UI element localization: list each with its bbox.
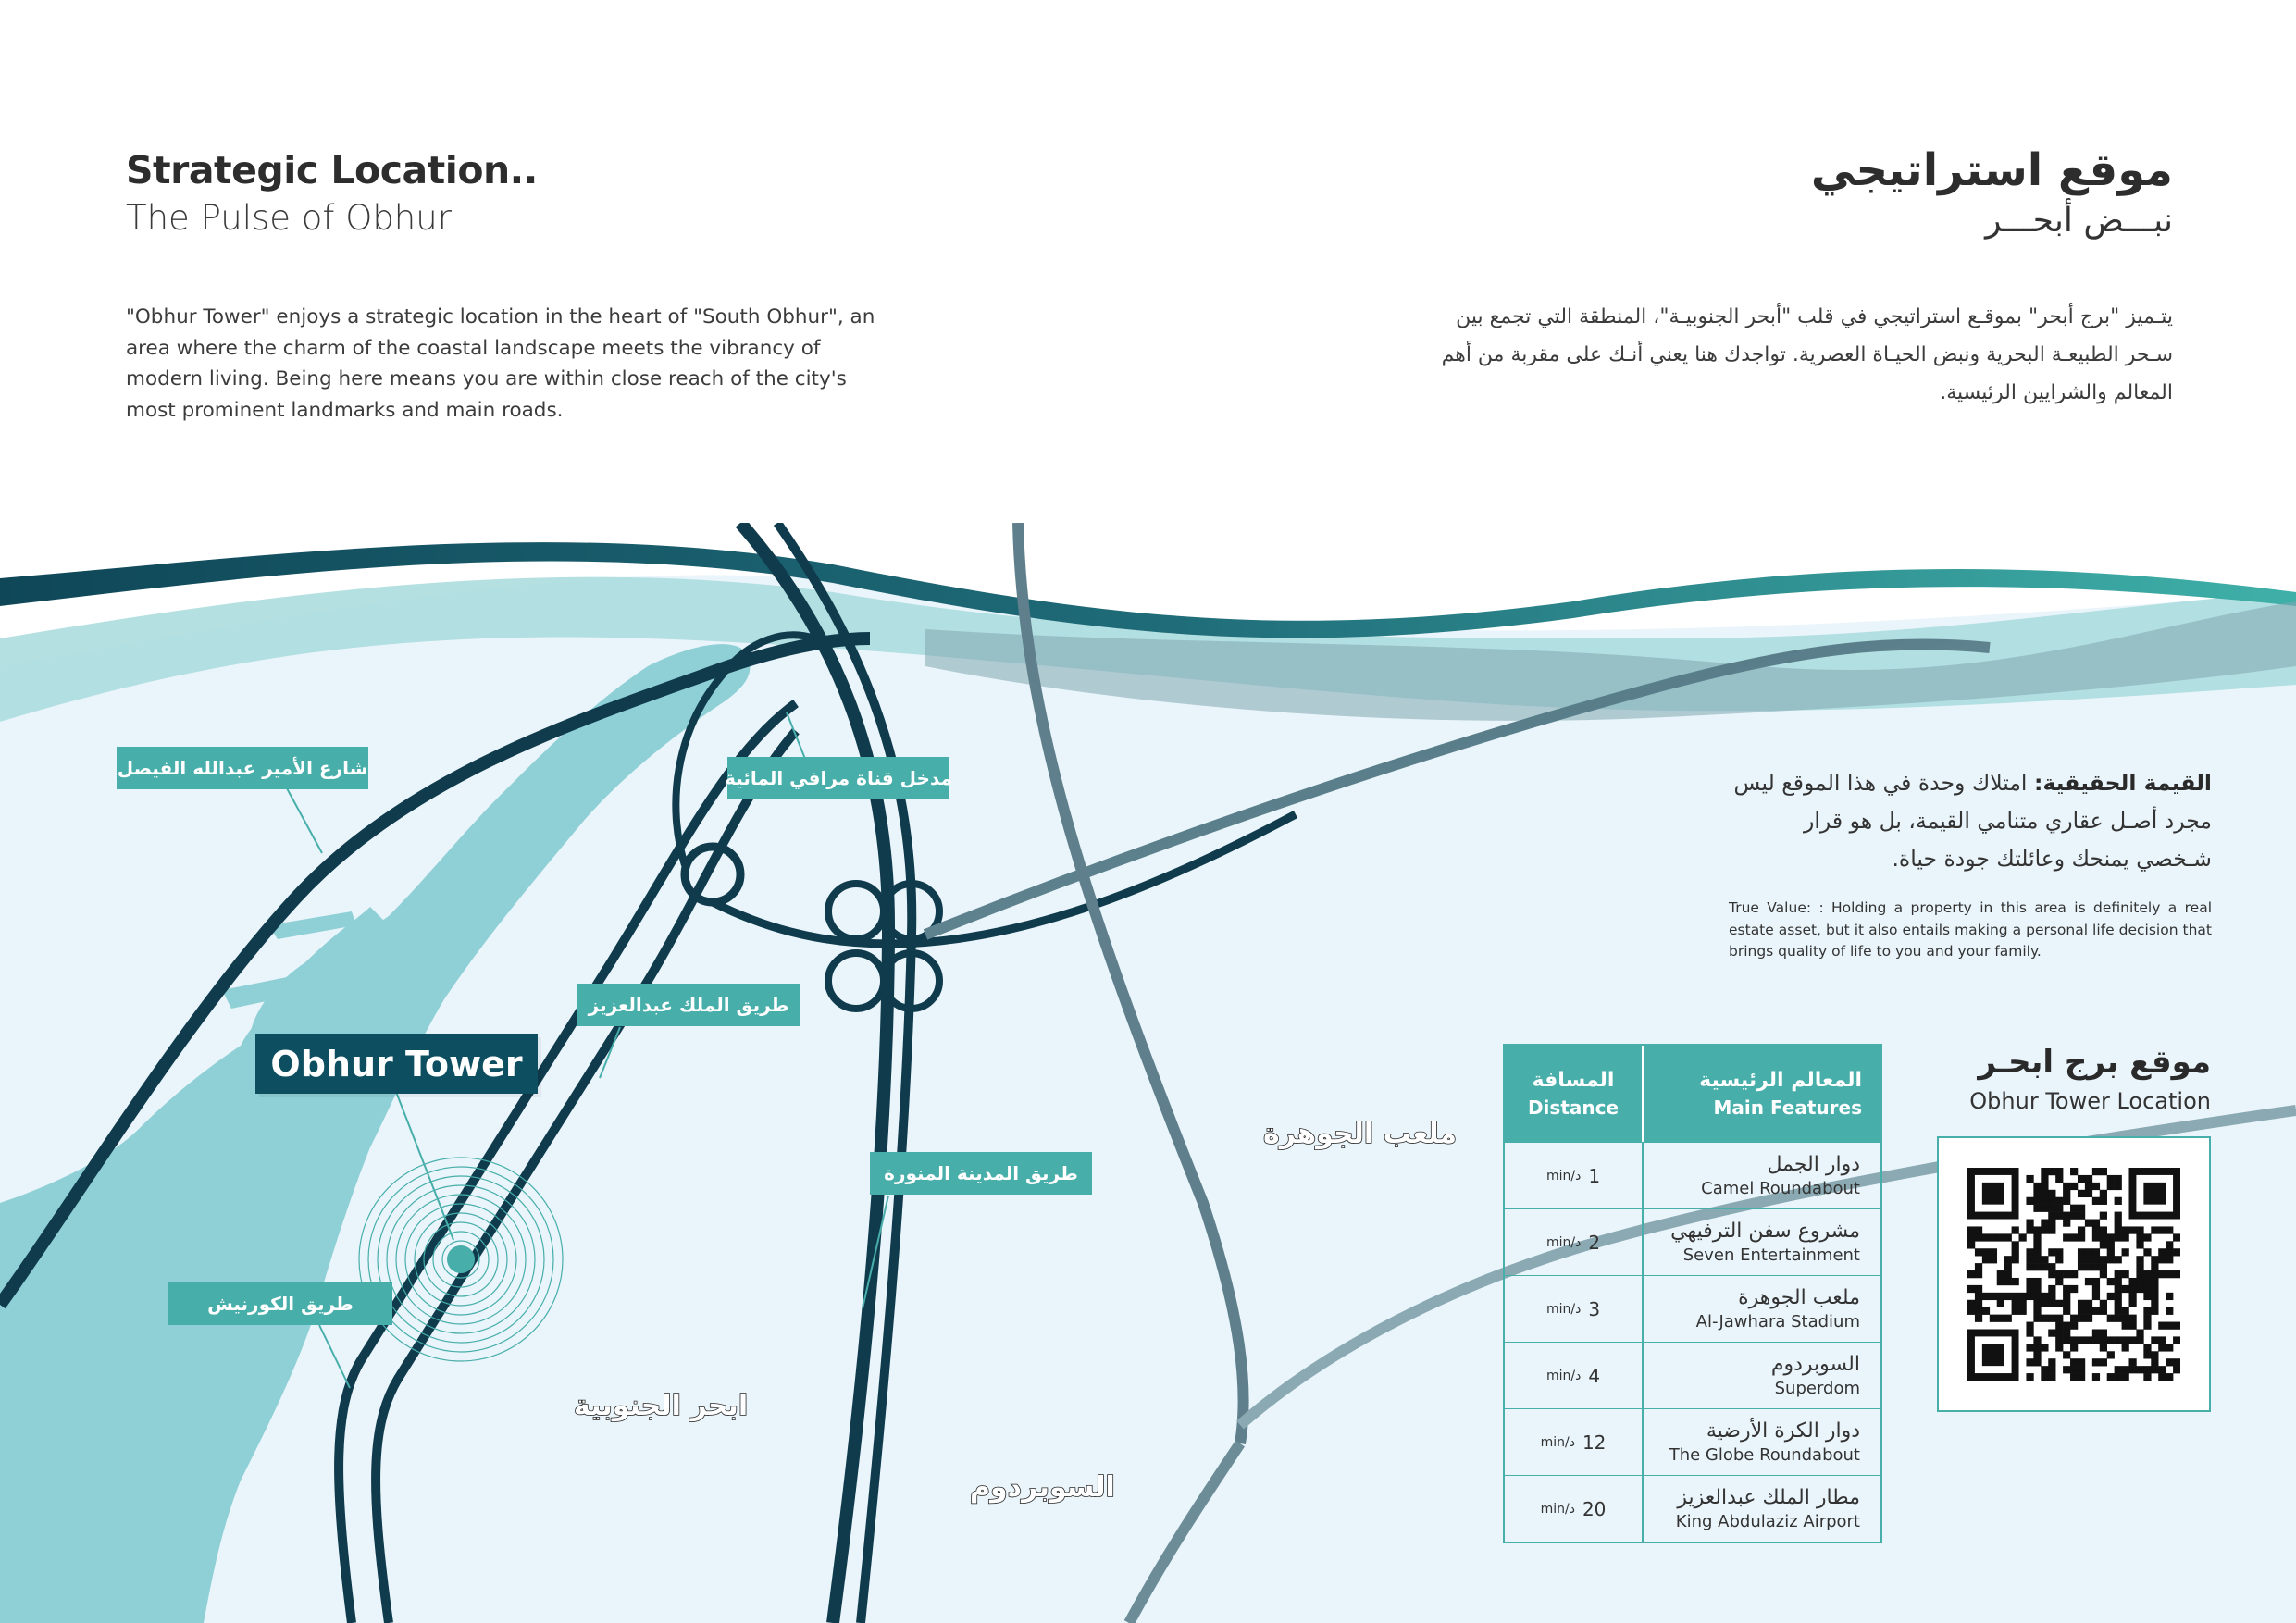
location-title-ar: موقع برج ابحـر bbox=[1978, 1044, 2211, 1081]
row-unit: min/د bbox=[1545, 1168, 1582, 1183]
road-label-king-abdulaziz: طريق الملك عبدالعزيز bbox=[577, 984, 800, 1026]
header-distance-en: Distance bbox=[1527, 1096, 1620, 1119]
row-minutes: 2 bbox=[1588, 1231, 1601, 1254]
row-feature-ar: دوار الكرة الأرضية bbox=[1706, 1419, 1860, 1443]
jetty bbox=[222, 972, 319, 1009]
place-label-south-obhur: ابحر الجنوبية bbox=[573, 1389, 749, 1423]
row-feature-en: Superdom bbox=[1774, 1378, 1860, 1398]
true-value-en: True Value: : Holding a property in this… bbox=[1729, 899, 2212, 960]
true-value-ar: القيمة الحقيقية: امتلاك وحدة في هذا المو… bbox=[1721, 764, 2212, 878]
header-distance-ar: المسافة bbox=[1532, 1069, 1615, 1092]
road-grey-south bbox=[1123, 1440, 1245, 1623]
intro-text-en: "Obhur Tower" enjoys a strategic locatio… bbox=[126, 305, 875, 422]
place-label-jawhara: ملعب الجوهرة bbox=[1262, 1117, 1458, 1151]
row-distance: min/د 1 bbox=[1505, 1143, 1644, 1208]
leader-line bbox=[862, 1195, 889, 1309]
row-feature-en: The Globe Roundabout bbox=[1669, 1444, 1860, 1465]
road-connector bbox=[672, 631, 816, 867]
tower-label: Obhur Tower bbox=[255, 1034, 538, 1094]
page-subtitle-ar: نبـــض أبحـــر bbox=[1985, 202, 2173, 240]
row-feature-en: Camel Roundabout bbox=[1701, 1178, 1860, 1198]
leader-line bbox=[599, 1026, 621, 1079]
leader-line bbox=[786, 712, 808, 764]
row-minutes: 20 bbox=[1582, 1497, 1607, 1520]
place-label-superdome: السوبردوم bbox=[969, 1470, 1115, 1505]
road-grey-vertical bbox=[1012, 523, 1249, 1444]
row-distance: min/د 20 bbox=[1505, 1476, 1644, 1542]
header-features-en: Main Features bbox=[1713, 1096, 1863, 1119]
row-unit: min/د bbox=[1540, 1434, 1575, 1450]
row-unit: min/د bbox=[1545, 1234, 1582, 1250]
road-madinah bbox=[735, 523, 896, 1623]
map-land bbox=[0, 575, 2296, 1623]
row-unit: min/د bbox=[1540, 1501, 1575, 1517]
page-title-en: Strategic Location.. bbox=[126, 148, 538, 192]
road-madinah-2 bbox=[773, 523, 917, 1623]
top-band-dark bbox=[0, 542, 2296, 638]
header-features: المعالم الرئيسية Main Features bbox=[1644, 1046, 1880, 1142]
clover-loop bbox=[880, 949, 943, 1012]
row-minutes: 4 bbox=[1588, 1364, 1601, 1387]
row-feature-ar: ملعب الجوهرة bbox=[1738, 1285, 1860, 1309]
row-minutes: 1 bbox=[1588, 1164, 1601, 1187]
page-subtitle-en: The Pulse of Obhur bbox=[126, 198, 452, 238]
true-value-heading-ar: القيمة الحقيقية: bbox=[2033, 770, 2212, 796]
distance-table: المسافة Distance المعالم الرئيسية Main F… bbox=[1503, 1044, 1882, 1543]
road-king-abdulaziz bbox=[334, 699, 799, 1623]
intro-text-ar: يتـميز "برج أبحر" بموقـع استراتيجي في قل… bbox=[1441, 305, 2173, 404]
road-label-marafi-canal: مدخل قناة مرافي المائية bbox=[725, 757, 952, 799]
row-feature-ar: مشروع سفن الترفيهي bbox=[1670, 1219, 1860, 1243]
page-title-ar: موقع استراتيجي bbox=[1810, 144, 2173, 196]
row-minutes: 12 bbox=[1582, 1431, 1607, 1454]
location-title-en: Obhur Tower Location bbox=[1969, 1088, 2211, 1114]
qr-code-frame[interactable] bbox=[1937, 1136, 2211, 1412]
row-distance: min/د 4 bbox=[1505, 1343, 1644, 1408]
leader-line bbox=[318, 1324, 351, 1389]
row-feature-ar: مطار الملك عبدالعزيز bbox=[1677, 1485, 1860, 1509]
row-feature-en: Seven Entertainment bbox=[1682, 1245, 1860, 1265]
tower-marker bbox=[358, 1157, 564, 1362]
table-header: المسافة Distance المعالم الرئيسية Main F… bbox=[1505, 1046, 1880, 1142]
road-connector bbox=[710, 811, 1298, 948]
header-distance: المسافة Distance bbox=[1505, 1046, 1644, 1142]
row-feature-ar: دوار الجمل bbox=[1767, 1152, 1860, 1176]
road-prince-abdullah bbox=[0, 632, 871, 1309]
row-unit: min/د bbox=[1545, 1301, 1582, 1317]
leader-line bbox=[286, 787, 323, 854]
grey-band bbox=[925, 601, 2296, 721]
row-distance: min/د 12 bbox=[1505, 1409, 1644, 1475]
row-feature-en: Al-Jawhara Stadium bbox=[1695, 1311, 1860, 1332]
road-king-abdulaziz-2 bbox=[371, 727, 800, 1623]
road-label-prince-abdullah: شارع الأمير عبدالله الفيصل bbox=[117, 747, 368, 789]
road-label-madinah: طريق المدينة المنورة bbox=[870, 1152, 1092, 1195]
true-value-body-ar: امتلاك وحدة في هذا الموقع ليس مجرد أصـل … bbox=[1733, 770, 2212, 872]
road-label-corniche: طريق الكورنيش bbox=[168, 1282, 392, 1325]
location-map bbox=[0, 523, 2296, 1623]
row-unit: min/د bbox=[1545, 1368, 1582, 1383]
row-feature-ar: السوبردوم bbox=[1770, 1352, 1860, 1376]
row-distance: min/د 2 bbox=[1505, 1209, 1644, 1275]
qr-code[interactable] bbox=[1967, 1168, 2180, 1381]
sea-water bbox=[0, 644, 751, 1623]
row-minutes: 3 bbox=[1588, 1297, 1601, 1320]
jetty bbox=[268, 911, 356, 939]
leader-line bbox=[395, 1091, 454, 1241]
row-feature-en: King Abdulaziz Airport bbox=[1675, 1511, 1860, 1531]
header-features-ar: المعالم الرئيسية bbox=[1699, 1069, 1862, 1092]
tower-dot bbox=[447, 1245, 475, 1273]
row-distance: min/د 3 bbox=[1505, 1276, 1644, 1342]
